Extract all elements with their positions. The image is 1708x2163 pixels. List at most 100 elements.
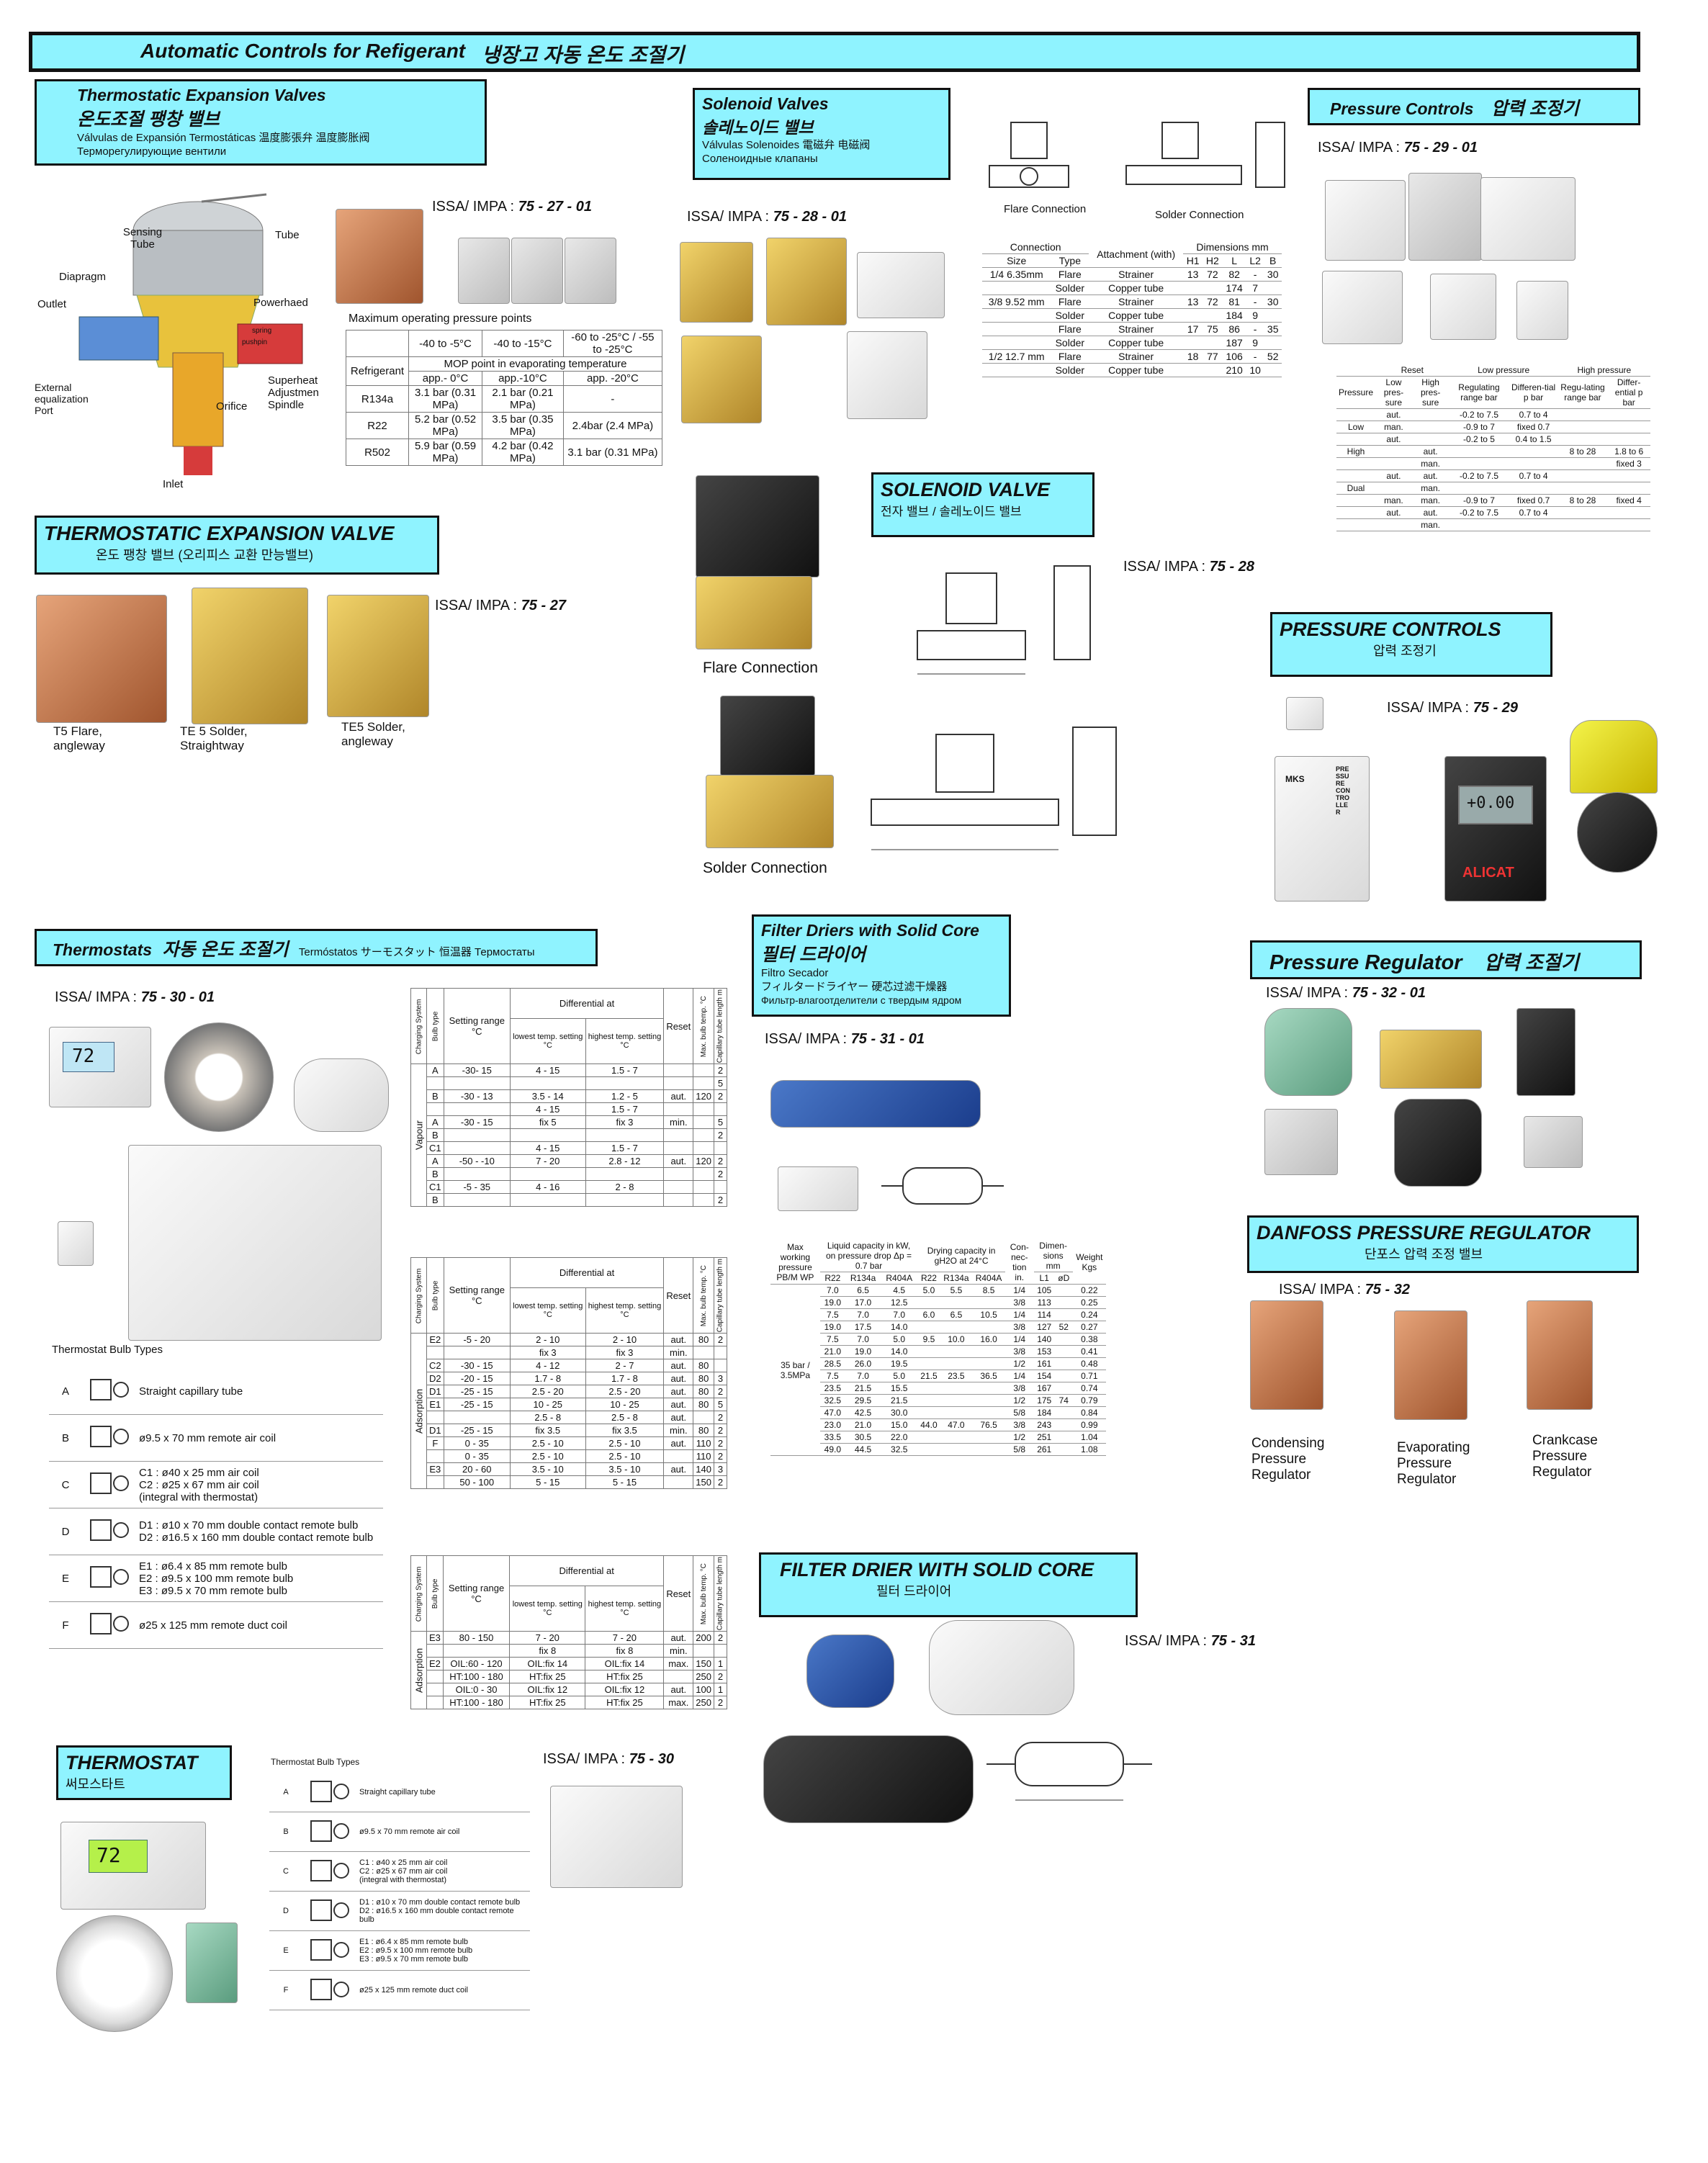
pc2-display-value: +0.00 [1467,794,1515,812]
thermo2-issa: ISSA/ IMPA : 75 - 30 [543,1751,674,1768]
fd-cell [917,1345,940,1358]
thermo-cell: -50 - -10 [443,1154,511,1169]
fd-cell: 47.0 [819,1406,845,1419]
solenoid2-photo-flare-body [696,576,812,649]
tev-label-sensing-tube: Sensing Tube [122,226,163,251]
fd-h-sub: R22 [819,1272,845,1285]
fd-cell: 7.0 [845,1308,881,1321]
thermo-h-maxbulb: Max. bulb temp. °C [693,1257,714,1334]
pc-cell: -0.2 to 7.5 [1449,506,1509,519]
thermo-cell: 2 [713,1063,728,1078]
bulb-diagram-icon [310,1899,349,1921]
solenoid-cell [1203,363,1223,377]
thermo-cell [585,1076,665,1091]
solenoid-cell [1264,363,1282,377]
solenoid-line2: Соленоидные клапаны [702,153,818,165]
tev-line2: Терморегулирующие вентили [77,145,227,158]
pc-table-row: man. [1336,518,1650,531]
thermo-cell [693,1141,714,1156]
pc2-title: PRESSURE CONTROLS [1280,619,1501,640]
thermo-photo-round [164,1022,274,1132]
bulb-type-key: A [49,1368,82,1415]
bulb2-type-bulb-icon [302,1930,357,1971]
thermo-cell: fix 3 [585,1346,665,1360]
fd-cell: 44.5 [845,1443,881,1456]
banner-title: Automatic Controls for Refigerant [140,40,466,62]
solenoid2-photo-flare [696,475,819,577]
solenoid-cell: 18 [1183,349,1203,364]
thermo-cell: OIL:fix 14 [585,1657,665,1671]
fd-cell: 3/8 [1005,1418,1034,1431]
pr2-caption-crankcase: Crankcase Pressure Regulator [1532,1433,1598,1480]
thermo-cell: 1.2 - 5 [585,1089,665,1104]
fd-cell: 5.0 [917,1284,940,1297]
solenoid-cell: Copper tube [1089,336,1184,350]
tev2-title: THERMOSTATIC EXPANSION VALVE [44,522,395,544]
fd-cell: 251 [1033,1431,1055,1444]
solenoid-cell: Flare [1051,322,1089,336]
solenoid-cell: 210 [1222,363,1246,377]
thermo-cell: D1 [426,1385,444,1399]
pc-cell [1411,408,1449,421]
solenoid-photo-4 [681,336,762,423]
pc-cell [1336,433,1376,446]
fd-cell [972,1394,1005,1407]
pr-photo-6 [1524,1116,1583,1168]
thermo2-photo-round [56,1915,173,2032]
thermo-h-diff: Differential at [509,1555,665,1587]
thermo-cell [693,1193,714,1208]
pc-cell: 8 to 28 [1558,494,1608,507]
thermo-system-label: Adsorption [410,1631,427,1709]
pr2-issa: ISSA/ IMPA : 75 - 32 [1279,1282,1410,1298]
solenoid-cell: - [1246,322,1264,336]
pc-cell [1607,518,1650,531]
tev-product-photo-1 [336,209,423,304]
thermo-cell: HT:fix 25 [585,1696,665,1710]
solenoid-cell: 72 [1203,294,1223,309]
tev-label-superheat: Superheat Adjustmen Spindle [268,374,319,411]
thermo-cell: 2 [713,1128,728,1143]
thermo-cell: 2 [713,1193,728,1208]
thermo-cell [443,1102,511,1117]
solenoid-cell: 1/2 12.7 mm [982,349,1051,364]
bulb2-type-key: D [269,1891,302,1931]
solenoid-cell [982,281,1051,295]
fd-cell [940,1321,973,1334]
bulb-diagram-icon [90,1379,129,1400]
bulb2-type-key: A [269,1773,302,1812]
bulb-diagram-icon [310,1978,349,2000]
sol-h-attachment: Attachment (with) [1089,240,1184,268]
bulb-type-bulb-icon [82,1555,137,1602]
solenoid2-issa: ISSA/ IMPA : 75 - 28 [1123,559,1254,575]
thermo-h-lowest: lowest temp. setting °C [509,1586,586,1632]
pc-cell: 8 to 28 [1558,445,1608,458]
thermo-cell: aut. [663,1436,694,1451]
bulb2-type-bulb-icon [302,1773,357,1812]
solenoid-issa-code: 75 - 28 - 01 [773,209,847,225]
solenoid-cell: 7 [1246,281,1264,295]
solenoid-cell: Solder [1051,363,1089,377]
thermo-cell [663,1063,694,1078]
thermo-photo-mechanical [128,1145,382,1341]
thermo-cell: 5 [713,1398,728,1412]
thermo-cell: 2 - 7 [585,1359,665,1373]
pc-h2: Regulating range bar [1449,376,1509,409]
thermo-cell: F [426,1436,444,1451]
thermo-cell: 2 [713,1631,728,1645]
pc-cell: aut. [1411,469,1449,482]
thermo-cell [663,1449,694,1464]
thermo-cell: -30 - 15 [443,1359,511,1373]
pc-cell [1336,518,1376,531]
tev-label-powerhead: Powerhaed [253,297,308,309]
thermo-cell [663,1180,694,1195]
thermo-cell: 2 [713,1089,728,1104]
fd-h-sub: øD [1054,1272,1073,1285]
